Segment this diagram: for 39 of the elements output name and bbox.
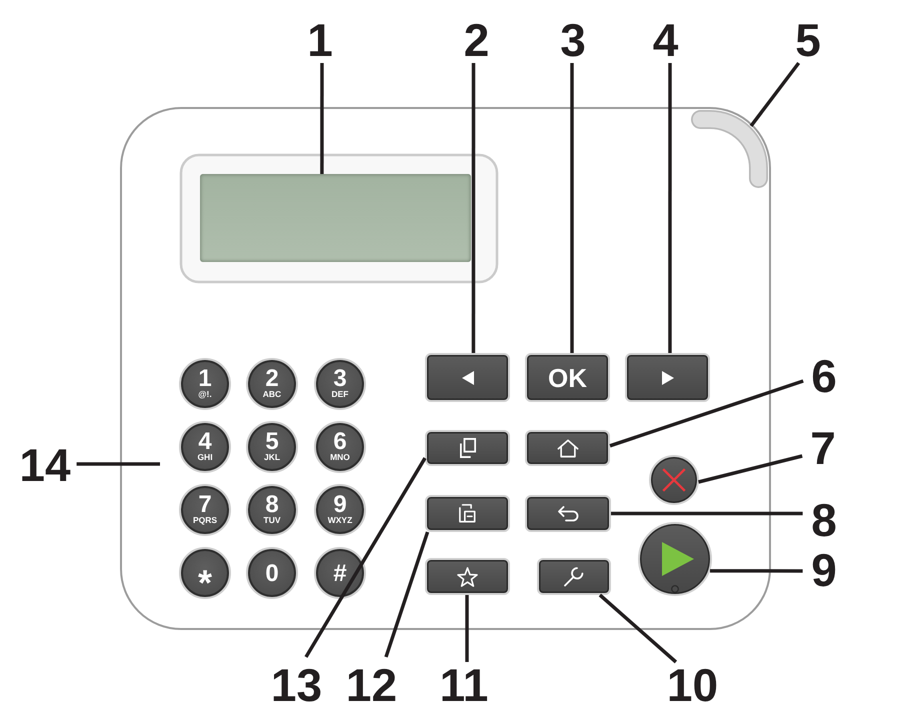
button: [425, 558, 510, 595]
callout-number: 8: [811, 503, 837, 537]
leader-line: [668, 63, 672, 353]
leader-line: [384, 531, 430, 658]
leader-line: [698, 454, 803, 484]
leader-line: [609, 379, 804, 448]
leader-line: [320, 63, 324, 174]
callout-number: 7: [810, 431, 836, 465]
leader-line: [611, 512, 803, 516]
button: OK: [525, 353, 610, 402]
callout-number: 1: [307, 23, 333, 57]
callout-number: 6: [811, 359, 837, 393]
callout-number: 5: [795, 23, 821, 57]
leader-line: [570, 63, 574, 353]
button: [425, 430, 510, 466]
leader-line: [750, 62, 800, 128]
leader-line: [472, 63, 476, 353]
callout-number: 13: [270, 668, 322, 702]
button: [525, 495, 611, 532]
display-screen: [200, 174, 471, 262]
leader-line: [465, 595, 469, 662]
button: [425, 353, 510, 402]
callout-number: 9: [811, 553, 837, 587]
callout-number: 12: [346, 668, 398, 702]
callout-number: 14: [19, 448, 71, 482]
button: [525, 430, 610, 466]
callout-number: 3: [560, 23, 586, 57]
button: [537, 558, 611, 595]
indicator-light: [691, 110, 768, 188]
callout-number: 11: [440, 668, 488, 702]
button: [425, 495, 510, 532]
button: [625, 353, 710, 402]
leader-line: [304, 457, 426, 658]
callout-number: 2: [464, 23, 490, 57]
callout-number: 10: [666, 668, 718, 702]
leader-line: [598, 594, 678, 664]
leader-line: [710, 569, 803, 573]
callout-number: 4: [652, 23, 678, 57]
leader-line: [76, 462, 160, 466]
